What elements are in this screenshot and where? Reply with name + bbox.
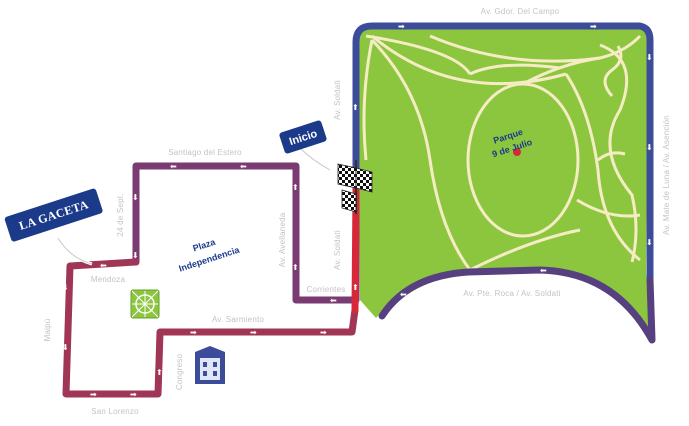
direction-arrow-icon: ⬇ <box>132 193 139 202</box>
direction-arrow-icon: ⬅ <box>100 261 107 270</box>
street-label-right: Av. Mate de Luna / Av. Asención <box>662 115 671 235</box>
park-area <box>357 24 650 340</box>
street-label-maipu: Maipú <box>43 319 52 342</box>
direction-arrow-icon: ➡ <box>250 328 257 337</box>
direction-arrow-icon: ⬇ <box>646 53 653 62</box>
plaza-label-line1: Plaza <box>192 237 218 254</box>
building-icon <box>195 346 225 384</box>
route-segment-santiago <box>132 162 360 304</box>
direction-arrow-icon: ➡ <box>398 22 405 31</box>
street-label-top: Av. Gdor. Del Campo <box>481 7 560 16</box>
direction-arrow-icon: ⬆ <box>352 283 359 292</box>
newspaper-logo: LA GACETA <box>4 188 103 266</box>
direction-arrow-icon: ⬅ <box>240 162 247 171</box>
street-label-park-south: Av. Pte. Roca / Av. Soldati <box>463 289 560 298</box>
direction-arrow-icon: ⬇ <box>132 251 139 260</box>
route-segment-west <box>62 258 359 398</box>
park-paths <box>362 34 642 272</box>
direction-arrow-icon: ⬇ <box>646 143 653 152</box>
park-marker-icon <box>513 148 521 156</box>
direction-arrow-icon: ⬅ <box>400 290 407 299</box>
street-label-soldati-top: Av. Soldati <box>333 80 342 120</box>
street-label-santiago: Santiago del Estero <box>168 148 242 157</box>
direction-arrow-icon: ➡ <box>90 390 97 399</box>
street-label-corrientes: Corrientes <box>307 285 346 294</box>
park-9-de-julio: Parque 9 de Julio <box>357 24 650 340</box>
plaza-independencia: Plaza Independencia <box>130 237 242 319</box>
direction-arrow-icon: ⬇ <box>62 283 69 292</box>
direction-arrow-icon: ➡ <box>590 22 597 31</box>
direction-arrow-icon: ➡ <box>190 328 197 337</box>
direction-arrow-icon: ➡ <box>130 390 137 399</box>
street-label-congreso: Congreso <box>175 354 184 391</box>
route-segment-park <box>352 22 654 284</box>
direction-arrows: ➡ ➡ ⬇ ⬇ ⬇ ⬆ ⬅ ⬅ ⬆ ⬆ ⬅ ⬆ ⬆ ⬅ ⬅ ⬇ ⬇ ⬅ ⬇ ⬇ … <box>62 22 653 399</box>
route-segment-park-east <box>378 266 656 344</box>
street-label-24-sept: 24 de Sept. <box>116 193 125 236</box>
street-labels: Av. Gdor. Del Campo Av. Mate de Luna / A… <box>43 7 671 416</box>
street-label-mendoza: Mendoza <box>91 275 126 284</box>
direction-arrow-icon: ⬆ <box>292 263 299 272</box>
direction-arrow-icon: ⬆ <box>622 313 629 322</box>
start-finish-flag-icon <box>337 160 373 214</box>
direction-arrow-icon: ⬅ <box>330 296 337 305</box>
plaza-label-line2: Independencia <box>178 244 242 273</box>
direction-arrow-icon: ⬅ <box>540 266 547 275</box>
street-label-san-lorenzo: San Lorenzo <box>91 407 139 416</box>
street-label-sarmiento: Av. Sarmiento <box>212 315 264 324</box>
direction-arrow-icon: ➡ <box>320 328 327 337</box>
direction-arrow-icon: ⬇ <box>646 238 653 247</box>
direction-arrow-icon: ⬆ <box>292 183 299 192</box>
race-route <box>62 22 656 398</box>
direction-arrow-icon: ⬆ <box>156 368 163 377</box>
direction-arrow-icon: ⬆ <box>352 103 359 112</box>
direction-arrow-icon: ⬅ <box>170 162 177 171</box>
start-badge: Inicio <box>279 120 331 172</box>
plaza-monument-icon <box>130 289 160 319</box>
street-label-avellaneda: Av. Avellaneda <box>278 212 287 267</box>
direction-arrow-icon: ⬇ <box>62 343 69 352</box>
street-label-soldati-mid: Av. Soldati <box>333 230 342 270</box>
